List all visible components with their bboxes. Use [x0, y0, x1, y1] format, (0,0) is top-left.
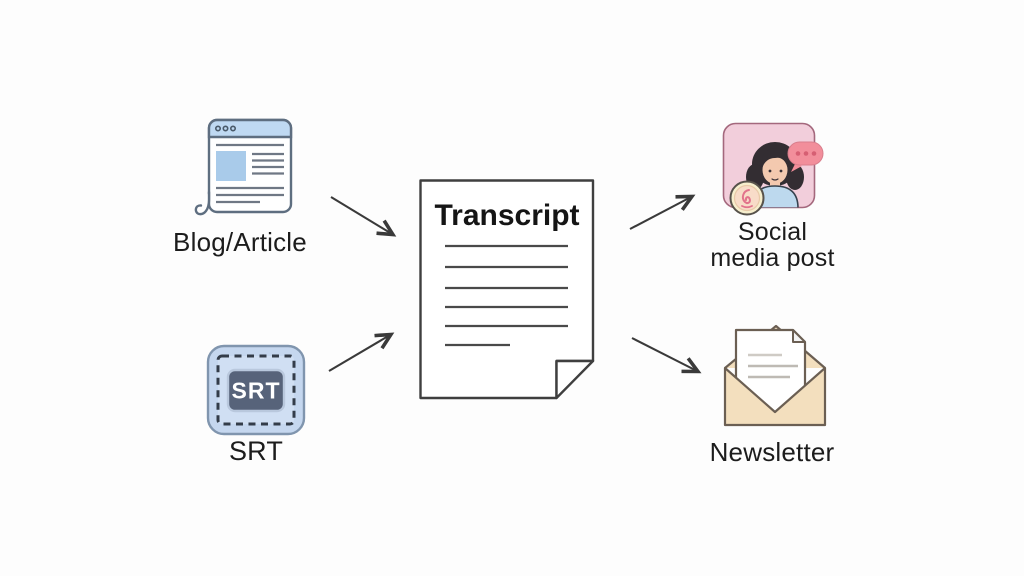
social-media-icon [722, 122, 824, 216]
speech-bubble-icon [787, 141, 824, 172]
srt-badge [226, 368, 286, 413]
browser-titlebar [207, 118, 293, 139]
transcript-title: Transcript [434, 199, 579, 232]
srt-label: SRT [228, 436, 284, 466]
arrow-srt-to-transcript [328, 332, 395, 372]
browser-dot-icon [222, 125, 229, 132]
folded-corner [555, 359, 595, 400]
srt-badge-text: SRT [232, 378, 281, 404]
page-curl [194, 190, 211, 216]
blog-article-icon [194, 118, 293, 216]
envelope-front [723, 366, 827, 427]
newsletter-icon [723, 324, 827, 427]
srt-file-icon: SRT [206, 344, 306, 436]
arrow-transcript-to-newsletter [631, 337, 702, 374]
browser-dot-icon [229, 125, 236, 132]
social-media-label-line1: Social [737, 218, 808, 246]
arrow-blog-to-transcript [330, 196, 397, 237]
newsletter-label: Newsletter [709, 437, 835, 467]
reaction-badge-icon [729, 180, 765, 216]
transcript-document: Transcript [419, 179, 595, 400]
social-media-label-line2: media post [710, 244, 835, 272]
blog-article-label: Blog/Article [173, 227, 307, 257]
social-media-label: Social media post [670, 219, 875, 271]
article-image-placeholder [216, 151, 246, 181]
browser-dot-icon [214, 125, 221, 132]
